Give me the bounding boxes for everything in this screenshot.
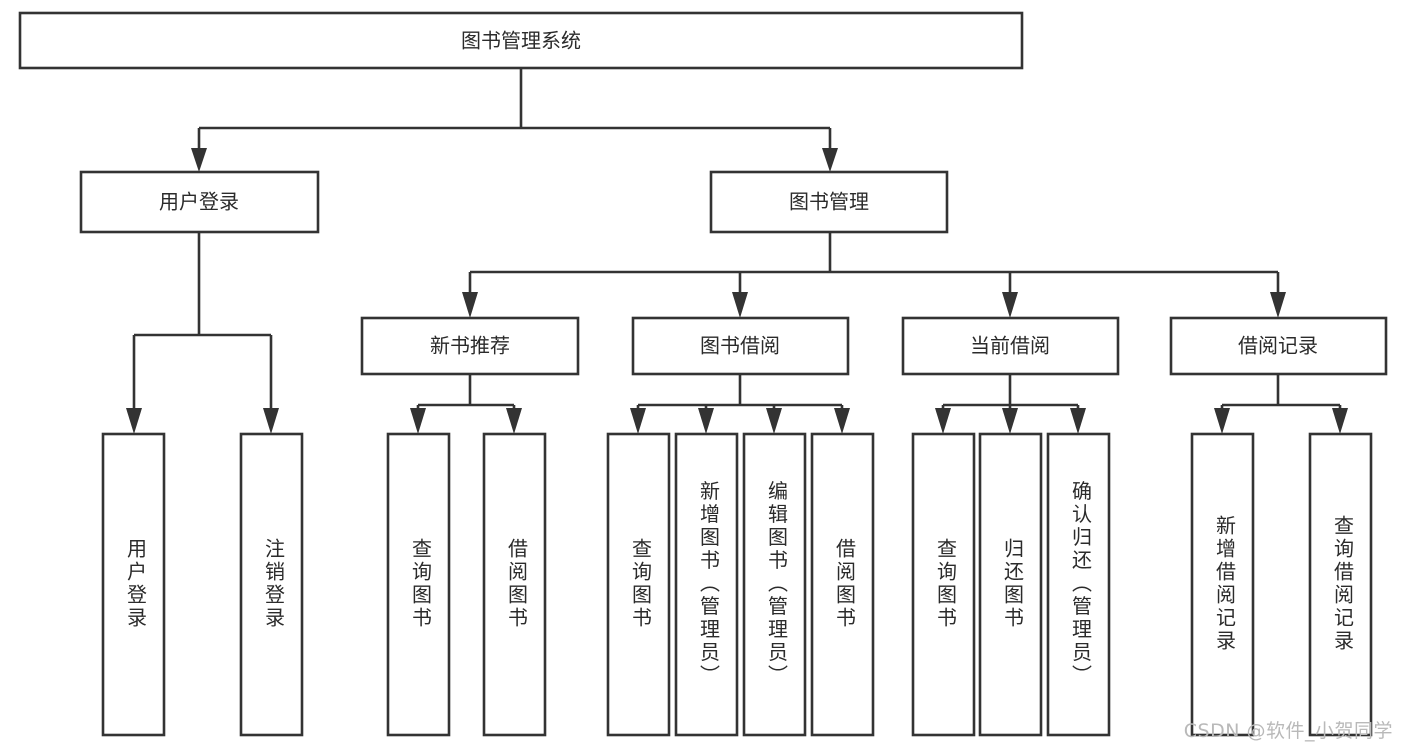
node-book-borrow-box[interactable] — [631, 316, 850, 376]
arrowhead-book-borrow — [732, 292, 748, 318]
arrowhead-current-borrow — [1002, 292, 1018, 318]
node-book-management-box[interactable] — [709, 170, 949, 234]
node-leaf-add-book-label: 新增图书（管理员） — [697, 480, 721, 687]
node-leaf-query-book-3-label: 查询图书 — [934, 538, 958, 630]
node-borrow-record[interactable]: 借阅记录 — [1169, 316, 1388, 376]
node-borrow-record-box[interactable] — [1169, 316, 1388, 376]
node-user-login[interactable]: 用户登录 — [79, 170, 320, 234]
arrowhead-leaf-query-book-3 — [935, 408, 951, 434]
connector-layer — [126, 68, 1348, 434]
node-borrow-record-label: 借阅记录 — [1238, 334, 1318, 358]
arrowhead-leaf-add-book — [698, 408, 714, 434]
node-leaf-return-book[interactable]: 归还图书 — [978, 432, 1043, 737]
node-leaf-user-login[interactable]: 用户登录 — [101, 432, 166, 737]
node-leaf-borrow-book-2-label: 借阅图书 — [833, 538, 857, 630]
node-current-borrow[interactable]: 当前借阅 — [901, 316, 1120, 376]
arrowhead-leaf-add-record — [1214, 408, 1230, 434]
node-leaf-query-book-1-label: 查询图书 — [409, 538, 433, 630]
node-leaf-query-book-2-label: 查询图书 — [629, 538, 653, 630]
arrowhead-leaf-user-login — [126, 408, 142, 434]
node-leaf-user-login-box[interactable] — [101, 432, 166, 737]
node-leaf-query-record-box[interactable] — [1308, 432, 1373, 737]
node-leaf-query-book-2[interactable]: 查询图书 — [606, 432, 671, 737]
arrowhead-borrow-record — [1270, 292, 1286, 318]
node-leaf-add-record-label: 新增借阅记录 — [1213, 515, 1237, 653]
node-leaf-query-book-3[interactable]: 查询图书 — [911, 432, 976, 737]
node-leaf-query-book-2-box[interactable] — [606, 432, 671, 737]
node-leaf-confirm-return-label: 确认归还（管理员） — [1069, 480, 1093, 687]
node-leaf-add-book[interactable]: 新增图书（管理员） — [674, 432, 739, 737]
node-leaf-edit-book[interactable]: 编辑图书（管理员） — [742, 432, 807, 737]
node-current-borrow-box[interactable] — [901, 316, 1120, 376]
arrowhead-book-management — [822, 148, 838, 172]
node-leaf-edit-book-box[interactable] — [742, 432, 807, 737]
node-book-borrow[interactable]: 图书借阅 — [631, 316, 850, 376]
node-leaf-query-book-3-box[interactable] — [911, 432, 976, 737]
node-user-login-box[interactable] — [79, 170, 320, 234]
node-leaf-borrow-book-1-label: 借阅图书 — [505, 538, 529, 630]
node-leaf-return-book-label: 归还图书 — [1001, 538, 1025, 630]
arrowhead-leaf-edit-book — [766, 408, 782, 434]
arrowhead-leaf-query-record — [1332, 408, 1348, 434]
arrowhead-leaf-query-book-1 — [410, 408, 426, 434]
node-new-book-recommend-box[interactable] — [360, 316, 580, 376]
node-leaf-add-book-box[interactable] — [674, 432, 739, 737]
node-book-management[interactable]: 图书管理 — [709, 170, 949, 234]
arrowhead-leaf-logout-login — [263, 408, 279, 434]
arrowhead-leaf-borrow-book-2 — [834, 408, 850, 434]
arrowhead-leaf-return-book — [1002, 408, 1018, 434]
node-leaf-query-record-label: 查询借阅记录 — [1331, 515, 1355, 653]
node-leaf-borrow-book-1-box[interactable] — [482, 432, 547, 737]
node-leaf-query-record[interactable]: 查询借阅记录 — [1308, 432, 1373, 737]
node-leaf-add-record-box[interactable] — [1190, 432, 1255, 737]
node-book-management-label: 图书管理 — [789, 190, 869, 214]
node-leaf-confirm-return[interactable]: 确认归还（管理员） — [1046, 432, 1111, 737]
node-new-book-recommend[interactable]: 新书推荐 — [360, 316, 580, 376]
node-leaf-edit-book-label: 编辑图书（管理员） — [765, 480, 789, 687]
node-leaf-logout-login-label: 注销登录 — [262, 538, 286, 630]
node-user-login-label: 用户登录 — [159, 190, 239, 214]
node-root[interactable]: 图书管理系统 — [18, 11, 1024, 70]
arrowhead-leaf-borrow-book-1 — [506, 408, 522, 434]
arrowhead-new-book-recommend — [462, 292, 478, 318]
node-current-borrow-label: 当前借阅 — [970, 334, 1050, 358]
node-root-label: 图书管理系统 — [461, 29, 581, 53]
node-leaf-borrow-book-2[interactable]: 借阅图书 — [810, 432, 875, 737]
node-leaf-confirm-return-box[interactable] — [1046, 432, 1111, 737]
node-leaf-return-book-box[interactable] — [978, 432, 1043, 737]
node-leaf-user-login-label: 用户登录 — [124, 538, 148, 630]
node-leaf-add-record[interactable]: 新增借阅记录 — [1190, 432, 1255, 737]
node-root-box[interactable] — [18, 11, 1024, 70]
arrowhead-leaf-confirm-return — [1070, 408, 1086, 434]
arrowhead-user-login — [191, 148, 207, 172]
node-leaf-query-book-1[interactable]: 查询图书 — [386, 432, 451, 737]
node-leaf-borrow-book-2-box[interactable] — [810, 432, 875, 737]
node-leaf-logout-login-box[interactable] — [239, 432, 304, 737]
node-leaf-query-book-1-box[interactable] — [386, 432, 451, 737]
node-leaf-logout-login[interactable]: 注销登录 — [239, 432, 304, 737]
arrowhead-leaf-query-book-2 — [630, 408, 646, 434]
node-new-book-recommend-label: 新书推荐 — [430, 334, 510, 358]
node-book-borrow-label: 图书借阅 — [700, 334, 780, 358]
node-leaf-borrow-book-1[interactable]: 借阅图书 — [482, 432, 547, 737]
